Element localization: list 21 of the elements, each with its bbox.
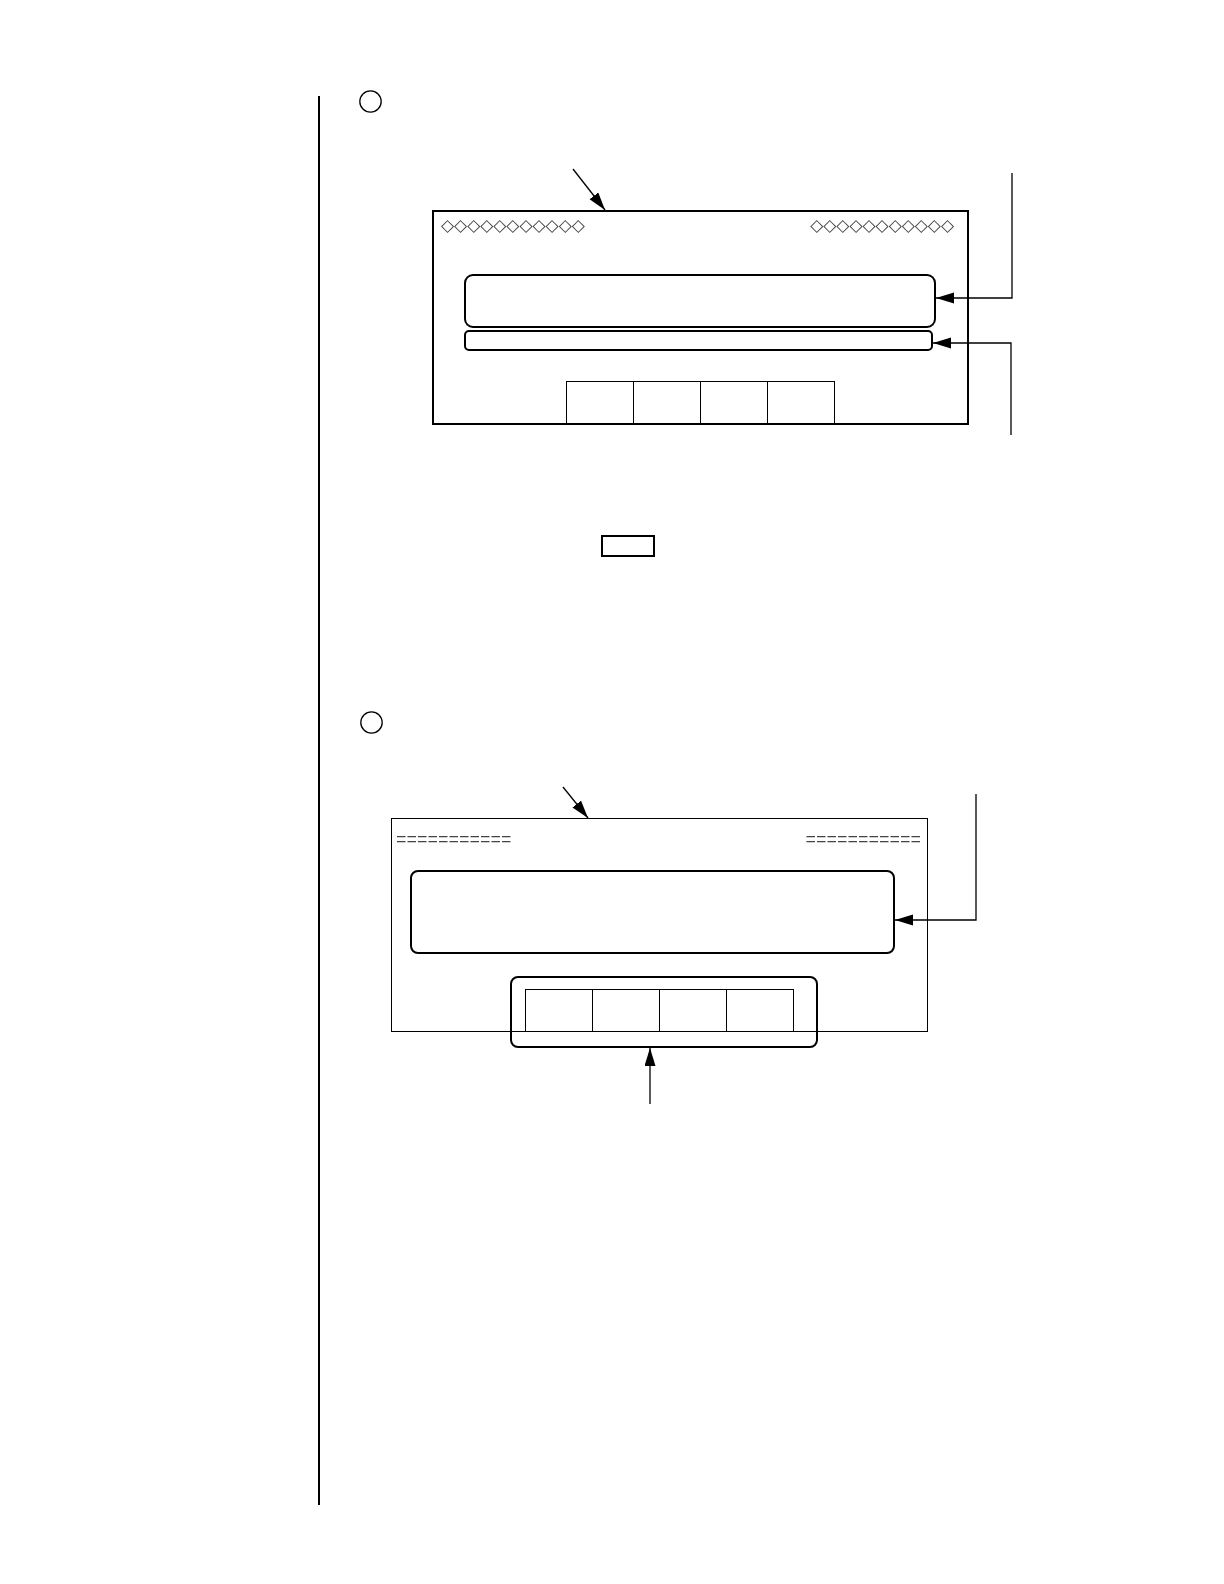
screen-frame bbox=[432, 210, 969, 425]
diamond-placeholder-text: ◇◇◇◇◇◇◇◇◇◇◇ bbox=[810, 217, 954, 234]
leader-arrow bbox=[562, 786, 589, 819]
key-box bbox=[601, 535, 655, 557]
leader-arrow bbox=[644, 1047, 656, 1105]
softkey-cell bbox=[767, 381, 835, 425]
leader-arrow bbox=[572, 168, 606, 211]
screen-frame bbox=[391, 818, 928, 1032]
softkey-cell bbox=[726, 989, 794, 1032]
key-group-frame bbox=[510, 976, 818, 1048]
leader-arrow bbox=[935, 172, 1013, 304]
diamond-placeholder-text: ◇◇◇◇◇◇◇◇◇◇◇ bbox=[441, 217, 585, 234]
leader-arrow bbox=[894, 793, 977, 926]
status-bar bbox=[464, 330, 933, 351]
equals-placeholder-text: =========== bbox=[396, 832, 512, 850]
softkey-cell bbox=[566, 381, 634, 425]
softkey-cell bbox=[525, 989, 593, 1032]
display-window bbox=[464, 274, 936, 328]
equals-placeholder-text: =========== bbox=[805, 832, 921, 850]
display-window bbox=[409, 869, 895, 954]
leader-arrow bbox=[932, 337, 1012, 436]
